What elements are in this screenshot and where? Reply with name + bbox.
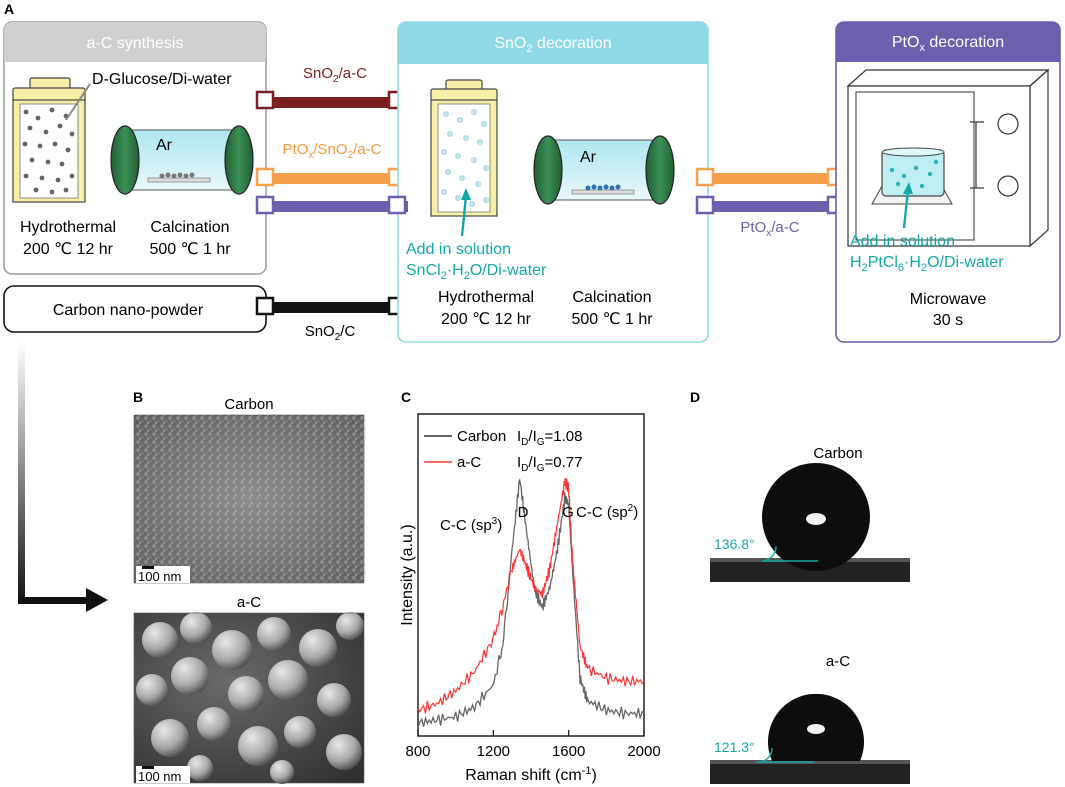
- x-tick-label: 800: [405, 743, 430, 760]
- legend-ac-ratio: ID/IG=0.77: [517, 454, 583, 474]
- chart-ticks: 800 1200 1600 2000: [405, 730, 661, 760]
- add-arrowhead-3: [903, 182, 913, 194]
- connector-ptox-sno2-ac-right: [695, 167, 846, 187]
- stage3-header: PtOx decoration: [892, 34, 1004, 54]
- scale-bar-bg-top: [136, 566, 190, 583]
- panel-c-letter: C: [401, 389, 411, 405]
- stage2-calc-cond: 500 ℃ 1 hr: [571, 311, 653, 328]
- stage3-header-bar: [836, 22, 1060, 62]
- carbon-box-label: Carbon nano-powder: [53, 302, 204, 319]
- connector-ptox-sno2-ac: PtOx/SnO2/a-C: [255, 141, 407, 187]
- scale-label-top: 100 nm: [138, 569, 181, 584]
- stage2-calcination: Calcination: [572, 289, 651, 306]
- legend-ac: a-C: [457, 454, 481, 471]
- stage3-microwave: Microwave: [910, 291, 987, 308]
- connector-sno2-c-label: SnO2/C: [305, 323, 356, 343]
- droplet-highlight-bottom: [807, 724, 825, 734]
- chart-frame: [417, 413, 645, 737]
- stage2-hydrothermal: Hydrothermal: [438, 289, 534, 306]
- stage3-solution: H2PtCl6·H2O/Di-water: [850, 254, 1004, 274]
- stage1-ar-label: Ar: [156, 137, 173, 154]
- peak-d-label: D: [518, 504, 529, 521]
- connector-ptox-ac-left: [255, 195, 398, 215]
- substrate-bottom: [710, 762, 910, 784]
- series-line-carbon: [417, 477, 645, 728]
- sem-image-carbon: [133, 414, 365, 584]
- flow-arrow: [18, 342, 108, 612]
- peak-g-label: G: [562, 504, 574, 521]
- angle-arc-top: [765, 545, 777, 561]
- x-tick-label: 1600: [552, 743, 585, 760]
- panel-d-letter: D: [690, 389, 700, 405]
- connector-sno2-c: SnO2/C: [255, 296, 407, 343]
- raman-chart: 800 1200 1600 2000 Raman shift (cm-1) Inten…: [399, 413, 661, 784]
- legend-carbon: Carbon: [457, 428, 506, 445]
- stage2-hydro-cond: 200 ℃ 12 hr: [441, 311, 532, 328]
- legend-carbon-ratio: ID/IG=1.08: [517, 428, 583, 448]
- stage2-add: Add in solution: [406, 241, 511, 258]
- stage2-header-bar: [398, 22, 708, 64]
- chart-xlabel: Raman shift (cm-1): [465, 765, 597, 784]
- droplet-bottom-title: a-C: [826, 653, 850, 670]
- stage1-header-bar: [4, 22, 266, 62]
- stage-a-c-synthesis: a-C synthesis D-Glucose/Di-water: [3, 21, 267, 275]
- sem-top-title: Carbon: [224, 396, 273, 413]
- x-tick-label: 2000: [627, 743, 660, 760]
- stage1-hydro-cond: 200 ℃ 12 hr: [23, 241, 114, 258]
- droplet-highlight-top: [806, 513, 826, 525]
- add-arrow-3: [902, 189, 910, 229]
- label-glucose: D-Glucose/Di-water: [92, 71, 232, 88]
- substrate-top: [710, 560, 910, 582]
- stage3-time: 30 s: [933, 312, 963, 329]
- cc-sp2-label: C-C (sp2): [576, 503, 638, 521]
- connector-sno2-ac: SnO2/a-C: [255, 65, 407, 110]
- stage3-add: Add in solution: [850, 233, 955, 250]
- stage1-calcination: Calcination: [150, 219, 229, 236]
- panel-a-letter: A: [4, 1, 14, 17]
- droplet-carbon: Carbon 136.8°: [710, 445, 910, 582]
- x-tick-label: 1200: [477, 743, 510, 760]
- stage1-header: a-C synthesis: [87, 35, 184, 52]
- stage2-header: SnO2 decoration: [494, 35, 611, 55]
- sem-image-ac: [133, 612, 365, 784]
- chart-ylabel: Intensity (a.u.): [399, 524, 416, 625]
- tube-furnace-icon-2: Ar: [533, 135, 675, 205]
- angle-bottom: 121.3°: [714, 739, 755, 755]
- microwave-icon: [846, 68, 1050, 248]
- stage1-calc-cond: 500 ℃ 1 hr: [149, 241, 231, 258]
- add-arrowhead-2: [461, 188, 471, 200]
- scale-label-bottom: 100 nm: [138, 769, 181, 784]
- scale-bar-bottom: [142, 766, 154, 769]
- stage2-ar-label: Ar: [580, 149, 597, 166]
- pointer-line: [65, 83, 91, 121]
- stage1-hydrothermal: Hydrothermal: [20, 219, 116, 236]
- cc-sp3-label: C-C (sp3): [440, 516, 502, 534]
- panel-b-letter: B: [133, 389, 143, 405]
- connector-ptox-ac-label: PtOx/a-C: [740, 219, 799, 239]
- scale-bar-bg-bottom: [136, 766, 190, 783]
- droplet-ac: a-C 121.3°: [710, 653, 910, 784]
- stage-ptox-decoration: PtOx decoration Add in solution H2PtCl6·…: [835, 21, 1061, 343]
- add-arrow-2: [460, 195, 468, 237]
- connector-ptox-sno2-ac-label: PtOx/SnO2/a-C: [283, 141, 382, 161]
- sem-bottom-title: a-C: [237, 594, 261, 611]
- connector-sno2-ac-label: SnO2/a-C: [303, 65, 367, 85]
- angle-top: 136.8°: [714, 536, 755, 552]
- droplet-top-title: Carbon: [813, 445, 862, 462]
- tube-furnace-icon: Ar: [110, 125, 254, 195]
- stage2-solution: SnCl2·H2O/Di-water: [406, 262, 547, 282]
- stage-sno2-decoration: SnO2 decoration Add in solution SnCl2·H2…: [397, 21, 709, 343]
- series-line-a-c: [417, 477, 645, 714]
- autoclave-icon: [12, 77, 86, 203]
- chart-lines: [417, 477, 645, 728]
- scale-bar-top: [142, 566, 154, 569]
